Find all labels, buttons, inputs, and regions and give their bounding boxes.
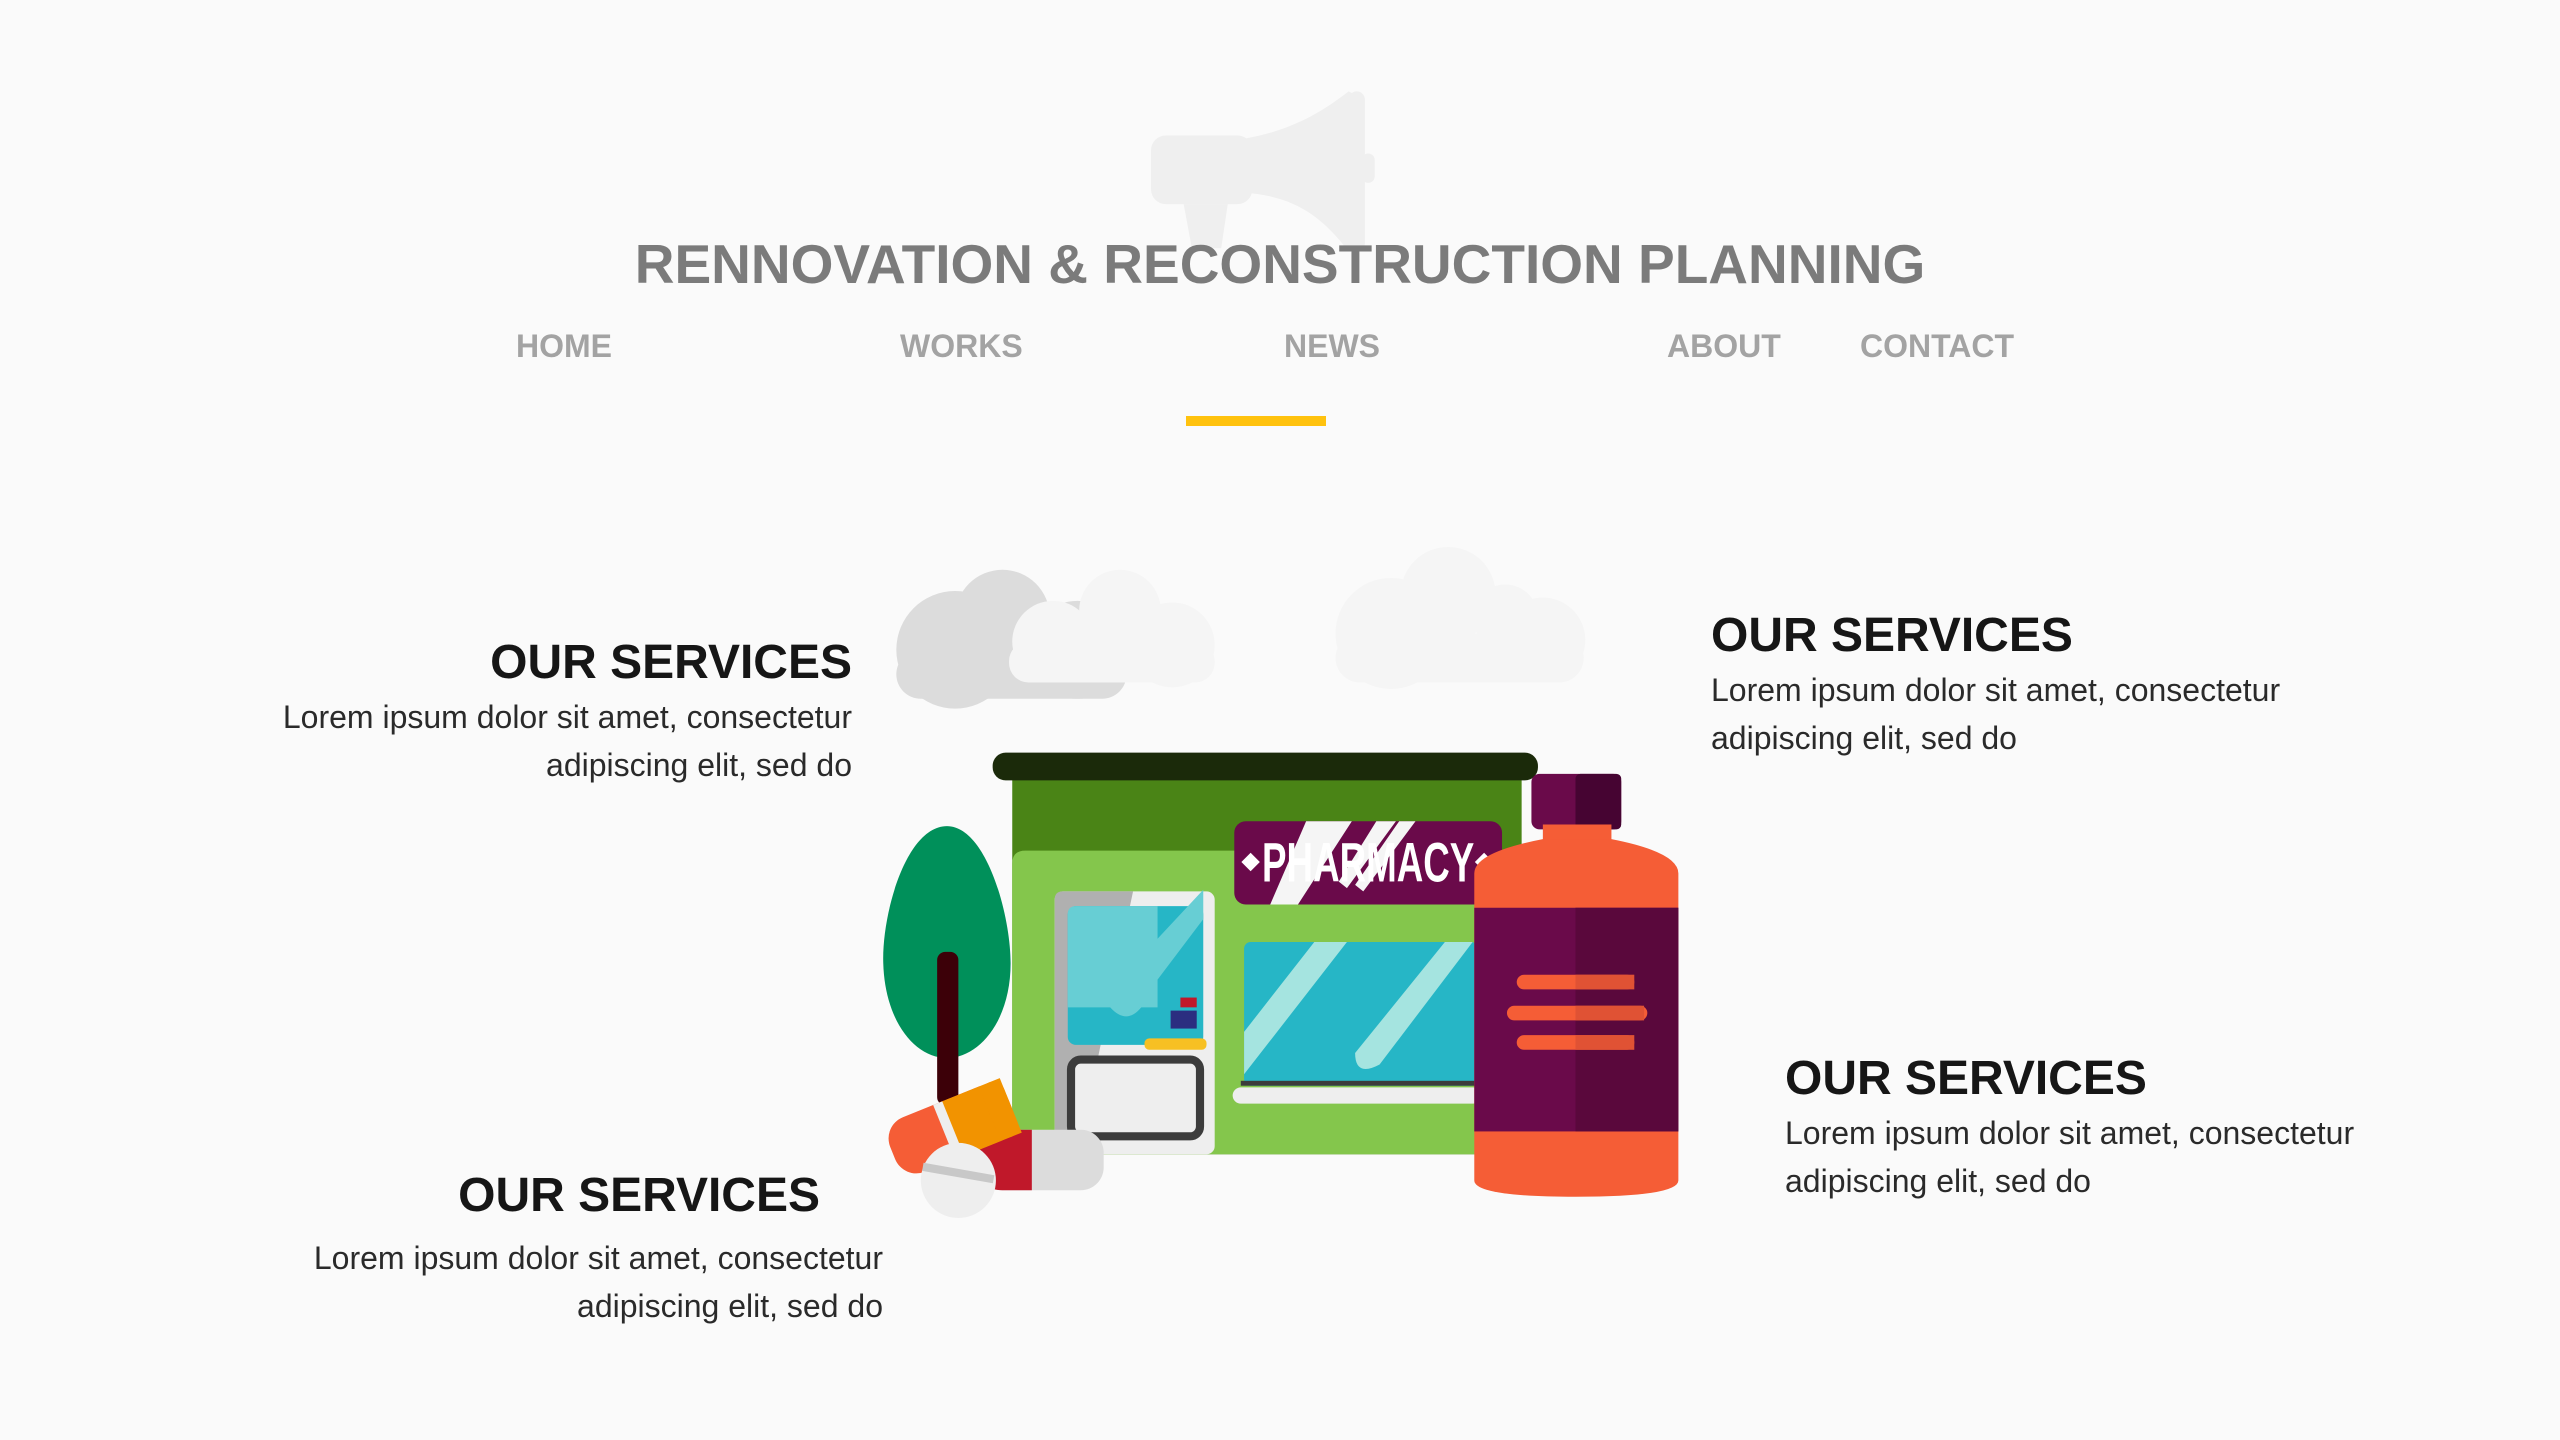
nav-news[interactable]: NEWS	[1284, 328, 1380, 364]
service-text: adipiscing elit, sed do	[577, 1288, 883, 1324]
sign-text: PHARMACY	[1262, 832, 1474, 894]
tree-icon	[883, 826, 1011, 1106]
service-block: OUR SERVICES Lorem ipsum dolor sit amet,…	[1711, 606, 2471, 762]
nav-home[interactable]: HOME	[516, 328, 612, 364]
service-heading: OUR SERVICES	[1711, 609, 2073, 662]
page-title: RENNOVATION & RECONSTRUCTION PLANNING	[634, 233, 1926, 295]
pills-icon	[888, 1078, 1104, 1218]
nav-contact[interactable]: CONTACT	[1860, 328, 2015, 364]
nav-works[interactable]: WORKS	[900, 328, 1023, 364]
nav-about[interactable]: ABOUT	[1667, 328, 1781, 364]
service-heading: OUR SERVICES	[1785, 1052, 2147, 1105]
service-text: adipiscing elit, sed do	[1785, 1163, 2091, 1199]
service-text: Lorem ipsum dolor sit amet, consectetur	[1785, 1115, 2355, 1151]
service-text: Lorem ipsum dolor sit amet, consectetur	[282, 699, 852, 735]
service-block: OUR SERVICES Lorem ipsum dolor sit amet,…	[152, 633, 852, 789]
service-heading: OUR SERVICES	[490, 636, 852, 689]
service-block: Lorem ipsum dolor sit amet, consectetur …	[183, 1234, 883, 1330]
cloud-icon	[1335, 546, 1586, 689]
service-heading: OUR SERVICES	[458, 1169, 820, 1222]
service-text: adipiscing elit, sed do	[1711, 720, 2017, 756]
service-text: Lorem ipsum dolor sit amet, consectetur	[313, 1240, 883, 1276]
service-block: OUR SERVICES	[220, 1166, 820, 1226]
service-text: Lorem ipsum dolor sit amet, consectetur	[1711, 672, 2281, 708]
active-nav-indicator	[1186, 416, 1326, 426]
service-block: OUR SERVICES Lorem ipsum dolor sit amet,…	[1785, 1049, 2545, 1205]
cloud-icon	[1008, 569, 1215, 688]
medicine-bottle	[1474, 773, 1679, 1197]
service-text: adipiscing elit, sed do	[546, 747, 852, 783]
pharmacy-building: PHARMACY	[992, 752, 1538, 1155]
megaphone-icon	[1151, 91, 1375, 252]
